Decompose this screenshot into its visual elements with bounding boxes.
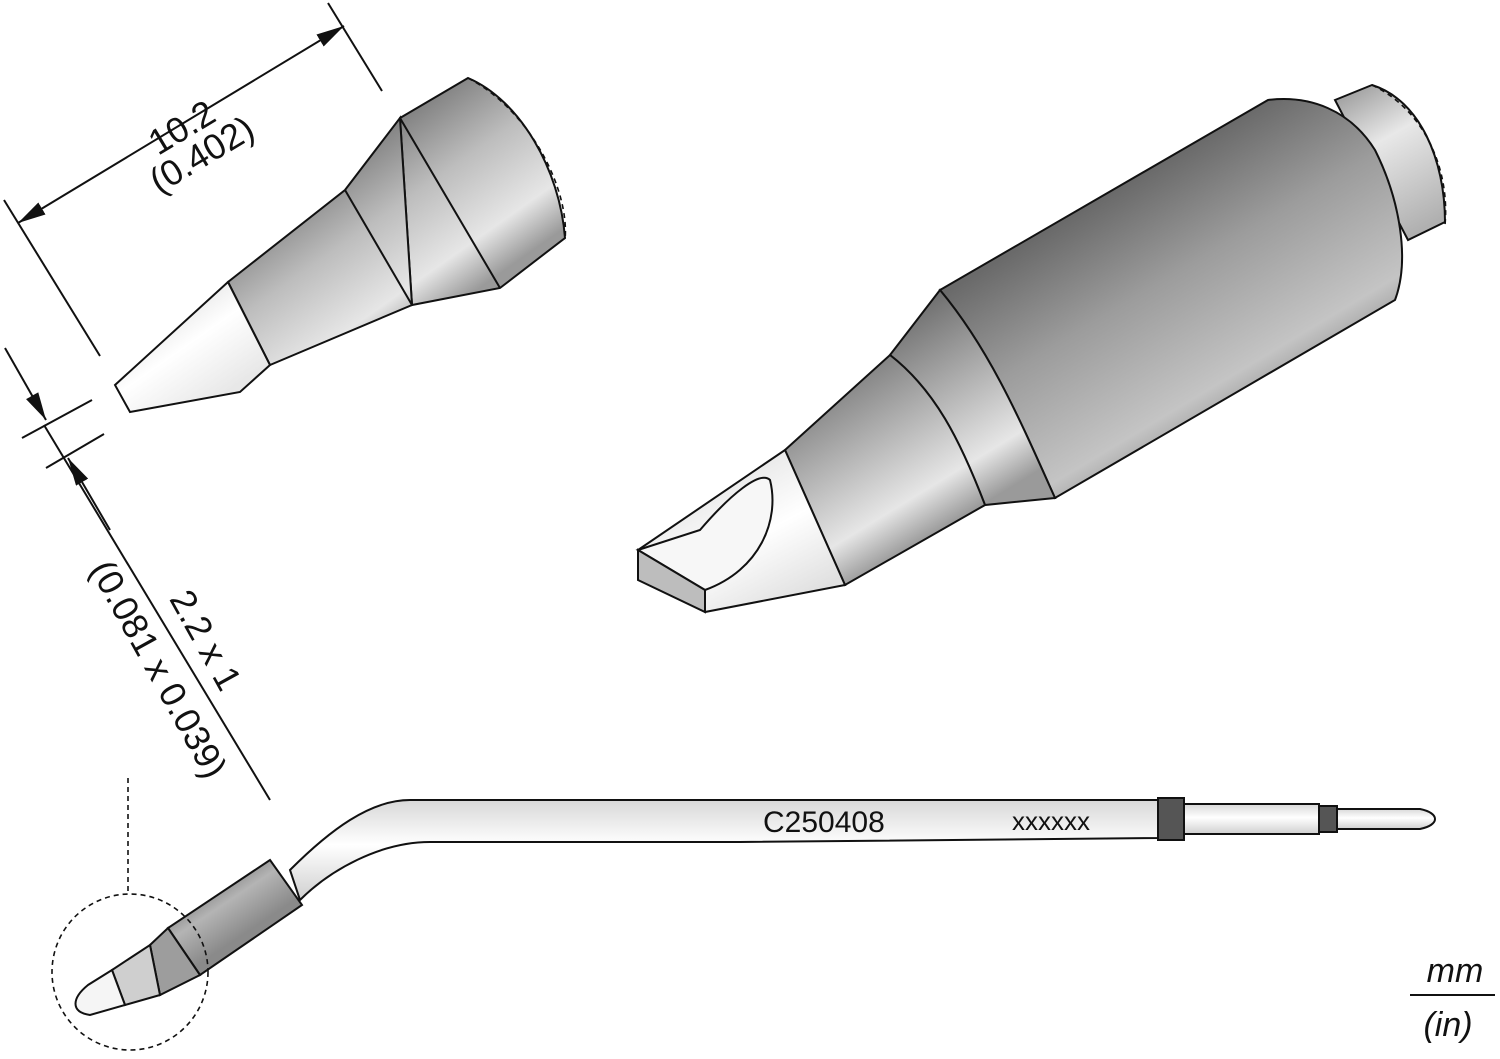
- large-tip-break-line: [1371, 84, 1447, 226]
- cartridge-shaft: [288, 799, 1161, 902]
- units-legend: mm (in): [1410, 952, 1495, 1044]
- detail-tip-body: [398, 76, 567, 307]
- tip-size-dimension: 2.2 x 1 (0.081 x 0.039): [4, 347, 271, 801]
- cartridge-rear-band: [1318, 805, 1338, 833]
- large-tip-cone: [783, 353, 987, 587]
- cartridge-rear-shaft: [1183, 803, 1320, 835]
- tip-extension-upper: [21, 399, 93, 439]
- cartridge-view: C250408 xxxxxx: [51, 778, 1436, 1051]
- length-dimension-line: [17, 25, 345, 224]
- detail-tip-cone-edge: [344, 189, 413, 306]
- unit-primary: mm: [1427, 952, 1484, 990]
- detail-circle: [51, 893, 209, 1051]
- large-tip-view: [635, 83, 1447, 614]
- cartridge-tip-end: [74, 968, 127, 1017]
- tip-arrow-upper: [4, 347, 47, 421]
- cartridge-model-code: C250408: [763, 806, 885, 839]
- cartridge-serial: xxxxxx: [1012, 806, 1090, 836]
- tip-extension-lower: [45, 433, 105, 469]
- detail-tip-shoulder-edge: [399, 117, 501, 289]
- tip-arrow-lower: [67, 457, 111, 531]
- cartridge-band: [1157, 797, 1185, 841]
- extension-line-left: [3, 199, 101, 357]
- detail-tip-tinned-end: [113, 280, 272, 414]
- large-tip-chisel-edge: [637, 548, 706, 614]
- unit-secondary: (in): [1423, 1006, 1472, 1044]
- tip-dimension-leader: [43, 424, 271, 801]
- cartridge-connector-pin: [1336, 808, 1436, 830]
- detail-tip-view: [113, 76, 567, 414]
- large-tip-chisel-face: [635, 477, 774, 592]
- detail-tip-cone: [226, 115, 414, 367]
- extension-line-right: [327, 2, 383, 92]
